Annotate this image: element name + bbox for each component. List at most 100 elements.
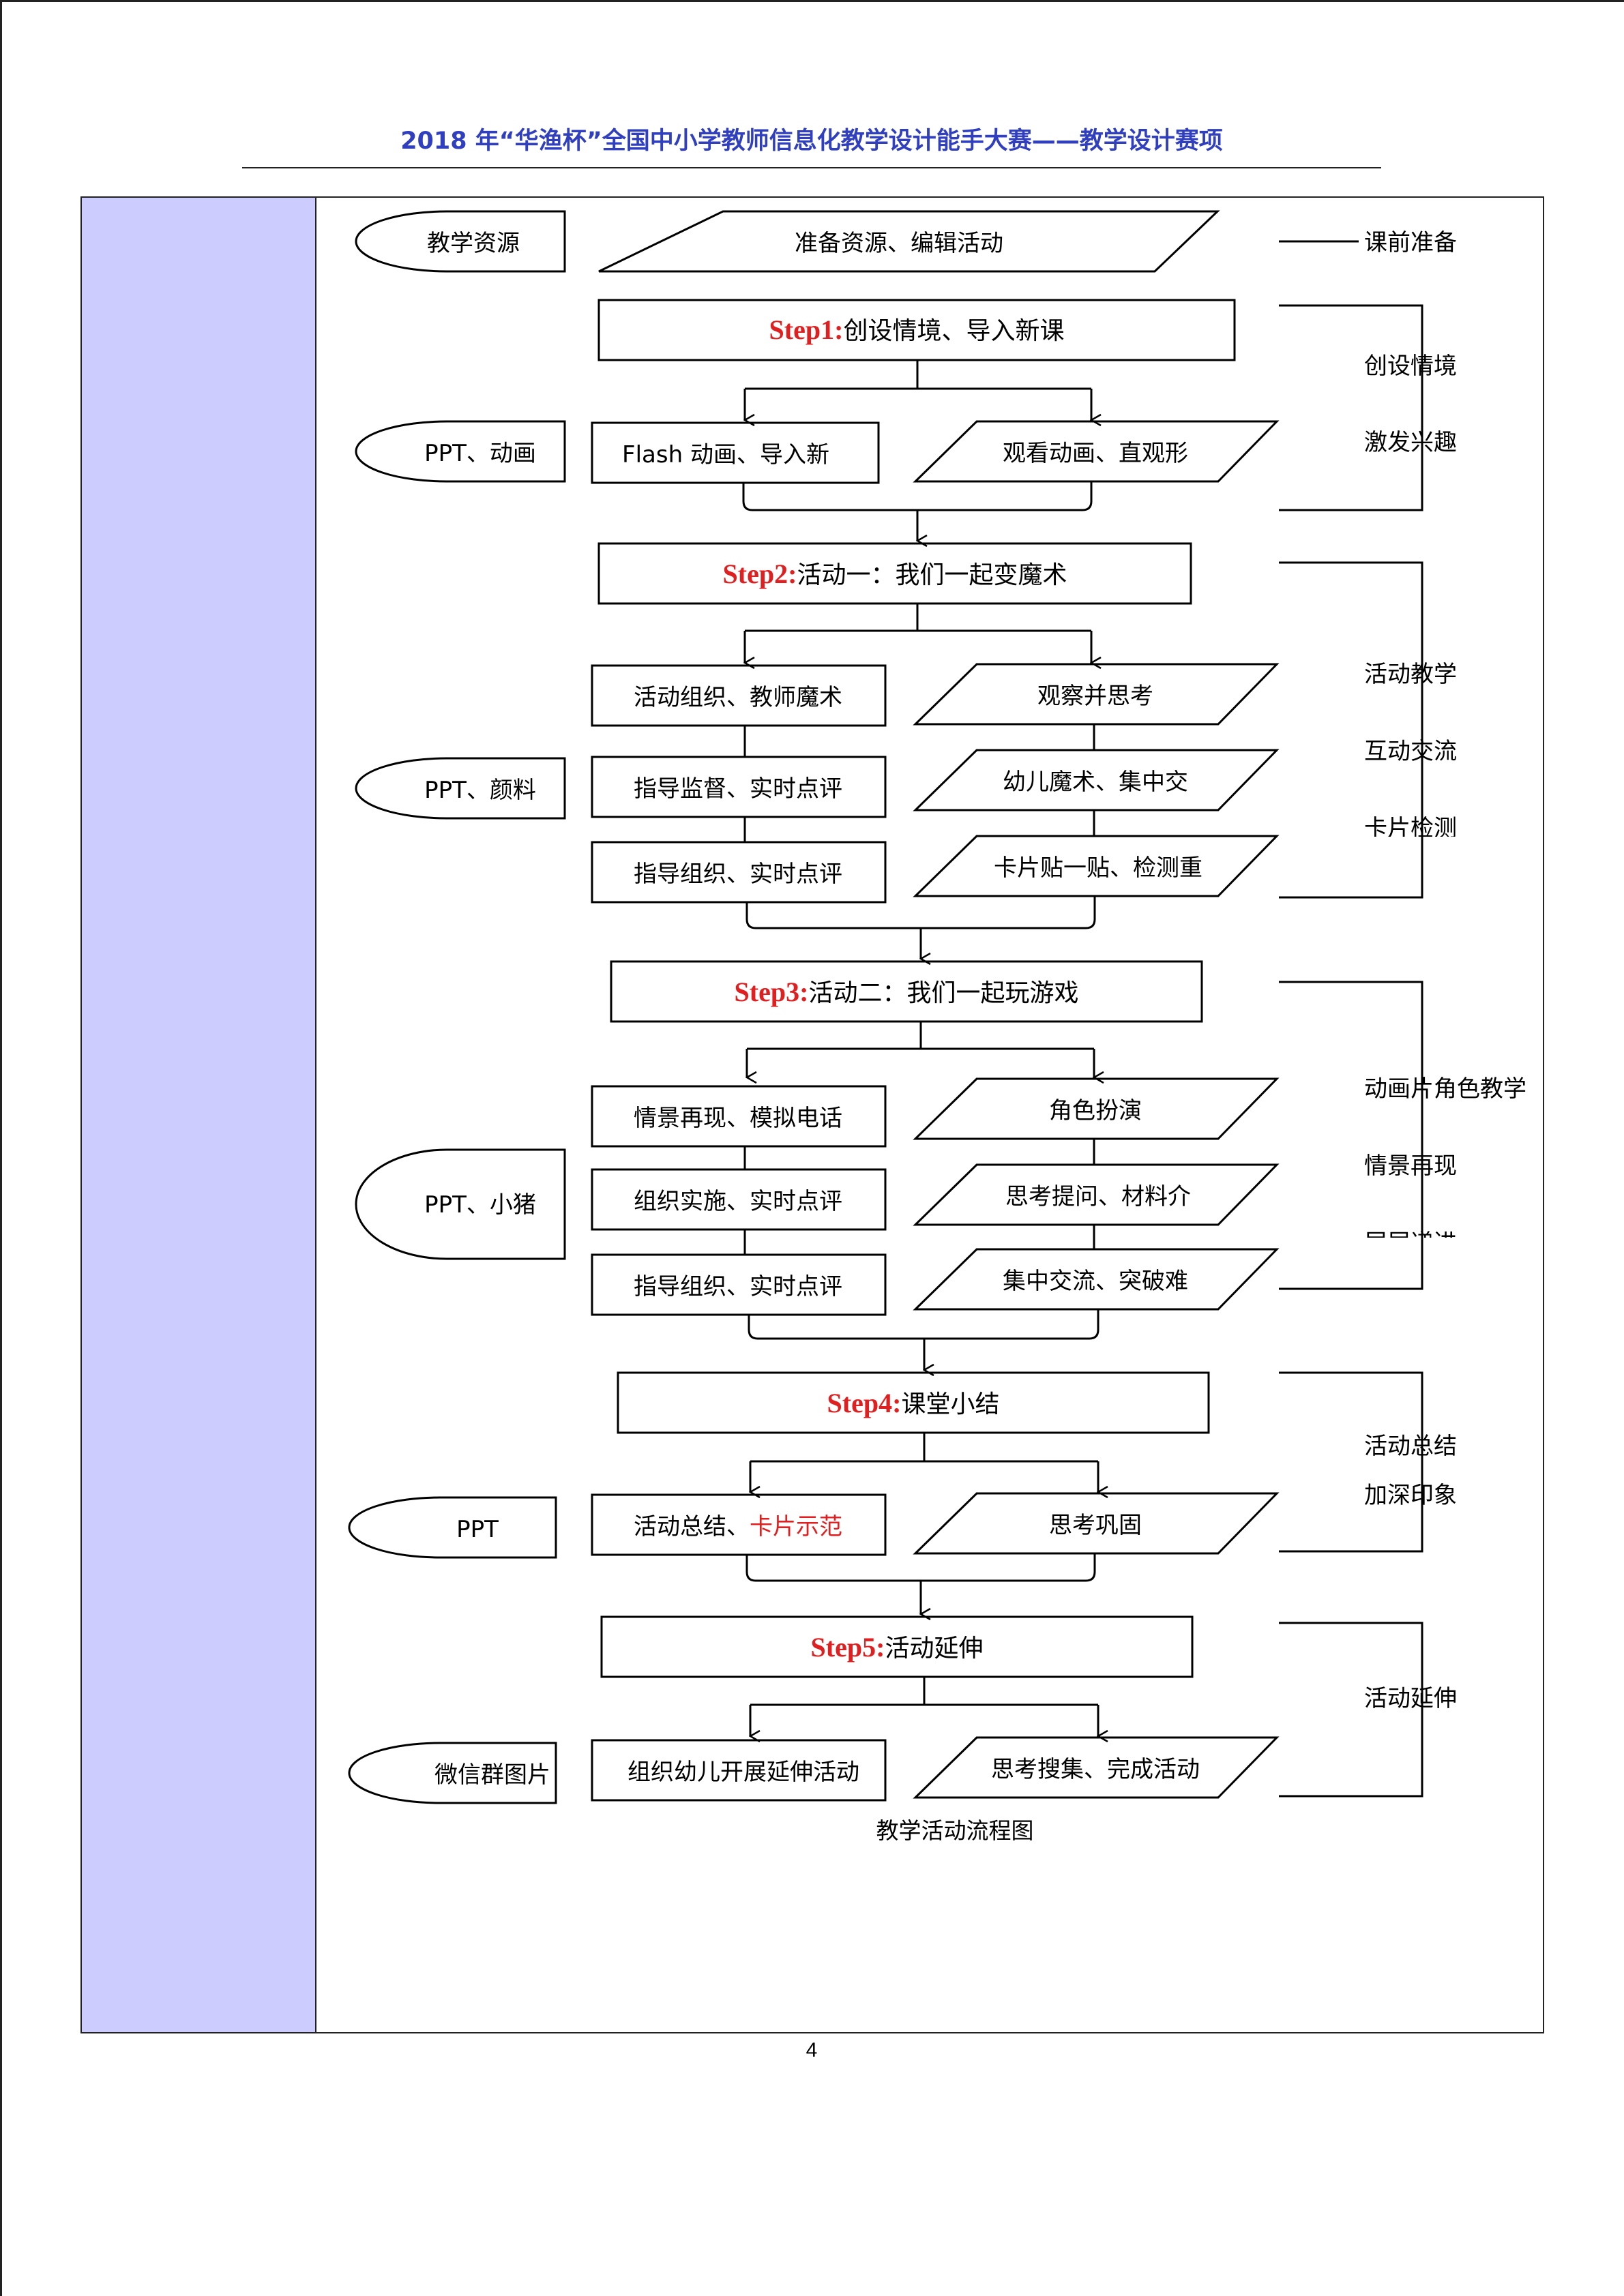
split-3 bbox=[747, 1022, 1094, 1050]
split-4 bbox=[750, 1433, 1098, 1463]
teacher-box-3-2 bbox=[591, 1168, 887, 1231]
resource-label-wechat: 微信群图片 bbox=[434, 1761, 550, 1789]
student-label-2-3: 卡片贴一贴、检测重 bbox=[994, 854, 1202, 882]
resource-shape-ppt-pig bbox=[355, 1148, 566, 1260]
student-shape-2-3 bbox=[913, 835, 1280, 897]
student-label-2-1: 观察并思考 bbox=[1037, 683, 1153, 710]
merge-2 bbox=[745, 896, 1096, 929]
note-3-1: 动画片角色教学 bbox=[1364, 1075, 1526, 1103]
step4-title: 课堂小结 bbox=[901, 1390, 999, 1418]
teacher-box-5-1 bbox=[591, 1739, 887, 1802]
teacher-label-4-prefix: 活动总结、 bbox=[634, 1513, 750, 1540]
step1-label: Step1: bbox=[769, 314, 844, 345]
step5-text: Step5:活动延伸 bbox=[811, 1632, 984, 1663]
teacher-label-2-2: 指导监督、实时点评 bbox=[634, 775, 842, 803]
bracket-5 bbox=[1279, 1622, 1423, 1798]
student-label-3-3: 集中交流、突破难 bbox=[1003, 1268, 1188, 1295]
student-shape-3-3 bbox=[913, 1248, 1280, 1311]
student-shape-3-1 bbox=[913, 1077, 1280, 1140]
teacher-box-2-1 bbox=[591, 664, 887, 727]
resource-shape-wechat bbox=[348, 1742, 557, 1804]
step2-title: 活动一：我们一起变魔术 bbox=[797, 561, 1067, 589]
note-4-2: 加深印象 bbox=[1364, 1482, 1457, 1509]
split-1 bbox=[745, 360, 1091, 390]
resource-label-ppt: PPT bbox=[456, 1516, 499, 1543]
note-5-1: 活动延伸 bbox=[1364, 1685, 1457, 1712]
page-header: 2018 年“华渔杯”全国中小学教师信息化教学设计能手大赛——教学设计赛项 bbox=[400, 128, 1223, 155]
bracket-3 bbox=[1279, 981, 1423, 1290]
teacher-label-5-1: 组织幼儿开展延伸活动 bbox=[628, 1759, 859, 1786]
student-label-1-1: 观看动画、直观形 bbox=[1003, 440, 1188, 467]
student-shape-1-1 bbox=[913, 420, 1280, 483]
student-label-3-1: 角色扮演 bbox=[1049, 1097, 1142, 1124]
step5-box bbox=[600, 1615, 1194, 1678]
teacher-box-1-1 bbox=[591, 421, 880, 484]
bracket-2 bbox=[1279, 561, 1423, 899]
student-shape-3-2 bbox=[913, 1163, 1280, 1226]
step2-text: Step2:活动一：我们一起变魔术 bbox=[723, 558, 1067, 589]
note-2-2: 互动交流 bbox=[1364, 738, 1457, 765]
step3-title: 活动二：我们一起玩游戏 bbox=[808, 979, 1078, 1007]
resource-shape-teaching bbox=[355, 210, 566, 273]
student-label-4-1: 思考巩固 bbox=[1049, 1512, 1142, 1539]
prep-shape bbox=[598, 210, 1220, 273]
resource-label-ppt-animation: PPT、动画 bbox=[424, 440, 536, 467]
step3-label: Step3: bbox=[735, 976, 809, 1007]
lesson-table bbox=[80, 196, 1544, 2033]
bracket-1 bbox=[1279, 304, 1423, 511]
student-label-3-2: 思考提问、材料介 bbox=[1005, 1183, 1191, 1210]
prep-label: 准备资源、编辑活动 bbox=[795, 230, 1003, 257]
resource-shape-ppt bbox=[348, 1496, 557, 1559]
note-4-1: 活动总结 bbox=[1364, 1433, 1457, 1460]
student-shape-4-1 bbox=[913, 1492, 1280, 1555]
note-1-1: 创设情境 bbox=[1364, 353, 1457, 380]
step1-title: 创设情境、导入新课 bbox=[843, 317, 1064, 345]
teacher-box-2-3 bbox=[591, 841, 887, 904]
flowchart-caption: 教学活动流程图 bbox=[876, 1817, 1034, 1844]
merge-4 bbox=[745, 1553, 1096, 1582]
teacher-box-4-1 bbox=[591, 1493, 887, 1556]
resource-shape-ppt-paint bbox=[355, 757, 566, 820]
teacher-box-3-3 bbox=[591, 1253, 887, 1316]
merge-3 bbox=[748, 1309, 1099, 1340]
student-shape-5-1 bbox=[913, 1736, 1280, 1799]
note-3-2: 情景再现 bbox=[1364, 1152, 1457, 1180]
note-3-3: 层层递进 bbox=[1364, 1229, 1457, 1257]
step1-text: Step1:创设情境、导入新课 bbox=[769, 314, 1065, 345]
note-1-2: 激发兴趣 bbox=[1364, 429, 1457, 456]
teacher-label-3-2: 组织实施、实时点评 bbox=[634, 1188, 842, 1215]
step4-label: Step4: bbox=[827, 1388, 902, 1418]
note-2-1: 活动教学 bbox=[1364, 661, 1457, 688]
step2-box bbox=[597, 542, 1192, 605]
step4-box bbox=[617, 1371, 1210, 1434]
teacher-label-3-1: 情景再现、模拟电话 bbox=[634, 1105, 842, 1132]
step2-label: Step2: bbox=[723, 558, 797, 589]
teacher-label-1-1: Flash 动画、导入新 bbox=[622, 441, 829, 468]
step3-box bbox=[610, 960, 1203, 1023]
split-2 bbox=[745, 603, 1091, 632]
teacher-label-2-3: 指导组织、实时点评 bbox=[634, 861, 842, 888]
note-prep: 课前准备 bbox=[1364, 229, 1457, 256]
teacher-box-2-2 bbox=[591, 756, 887, 818]
student-label-5-1: 思考搜集、完成活动 bbox=[991, 1756, 1200, 1783]
teacher-box-3-1 bbox=[591, 1085, 887, 1148]
header-rule bbox=[242, 167, 1381, 168]
bracket-4 bbox=[1279, 1371, 1423, 1553]
teacher-label-4-highlight: 卡片示范 bbox=[750, 1513, 842, 1540]
student-shape-2-2 bbox=[913, 749, 1280, 811]
student-label-2-2: 幼儿魔术、集中交 bbox=[1003, 769, 1188, 796]
teacher-label-2-1: 活动组织、教师魔术 bbox=[634, 684, 842, 711]
step5-label: Step5: bbox=[811, 1632, 885, 1663]
resource-shape-ppt-animation bbox=[355, 420, 566, 483]
resource-label-ppt-pig: PPT、小猪 bbox=[424, 1191, 536, 1219]
resource-label-teaching: 教学资源 bbox=[427, 230, 520, 257]
step5-title: 活动延伸 bbox=[885, 1635, 983, 1663]
step3-text: Step3:活动二：我们一起玩游戏 bbox=[735, 976, 1079, 1007]
split-5 bbox=[750, 1677, 1098, 1706]
note-2-3: 卡片检测 bbox=[1364, 815, 1457, 842]
teacher-label-4-1: 活动总结、卡片示范 bbox=[634, 1513, 842, 1540]
page-number: 4 bbox=[806, 2039, 818, 2061]
merge-1 bbox=[742, 481, 1093, 511]
